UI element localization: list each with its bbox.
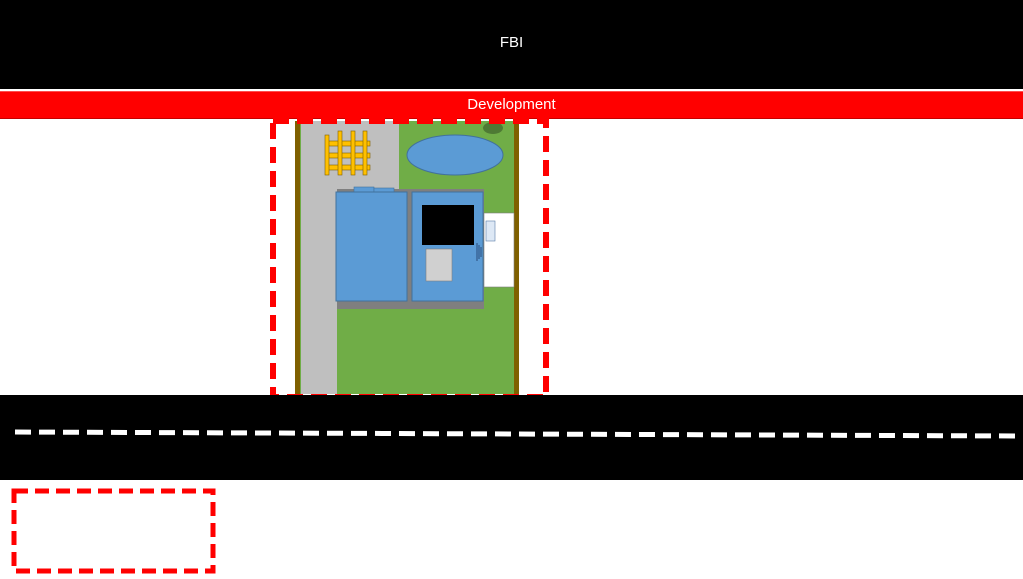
small-outline bbox=[11, 488, 216, 574]
road-centerline-icon bbox=[14, 429, 1019, 439]
window-icon bbox=[485, 220, 496, 242]
skylight-icon bbox=[425, 248, 453, 282]
development-band-label: Development bbox=[467, 96, 556, 113]
small-outline-shape bbox=[11, 488, 216, 574]
playset-icon bbox=[324, 130, 371, 176]
right-fence bbox=[514, 121, 519, 394]
development-outline-shape bbox=[270, 118, 549, 400]
site-plan-drawing bbox=[295, 121, 519, 394]
pool-icon bbox=[406, 134, 504, 176]
tree-icon bbox=[483, 122, 503, 134]
garage-icon bbox=[335, 191, 408, 302]
development-outline bbox=[270, 118, 549, 400]
property-lot bbox=[295, 121, 519, 394]
top-band: FBI bbox=[0, 0, 1023, 89]
top-band-label: FBI bbox=[499, 34, 524, 51]
stairs-icon bbox=[476, 243, 482, 261]
road bbox=[0, 395, 1023, 480]
rooftop-unit-icon bbox=[422, 205, 474, 245]
development-band: Development bbox=[0, 91, 1023, 119]
left-fence bbox=[295, 121, 300, 394]
